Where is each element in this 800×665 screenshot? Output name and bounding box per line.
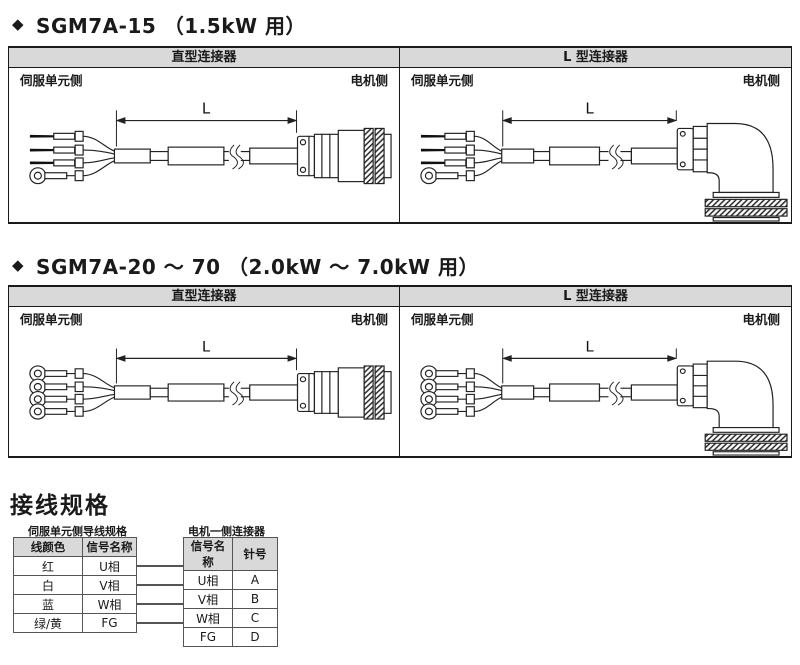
table-row: 蓝 W相 [13, 594, 137, 614]
wire-terminals [420, 130, 503, 185]
side-labels: 伺服单元侧 电机侧 [9, 68, 399, 90]
straight-cable-drawing: L [29, 339, 392, 420]
signal-name-cell: U相 [82, 556, 137, 576]
wire-terminals [420, 365, 503, 420]
servo-side-label: 伺服单元侧 [411, 311, 474, 327]
section-title-sgm7a-15: ◆ SGM7A-15 （1.5kW 用） [12, 10, 306, 39]
connector-table-sgm7a-20-70: 直型连接器 伺服单元侧 电机侧 L [8, 285, 792, 458]
col-header-pin-number: 针号 [232, 537, 278, 571]
cable-body [113, 144, 299, 170]
cable-diagram-straight: L [9, 329, 399, 456]
table-row: U相 A [183, 570, 278, 590]
table-row: FG D [183, 627, 278, 647]
col-header-wire-color: 线颜色 [13, 537, 83, 557]
section-title-text: SGM7A-20 ～ 70 （2.0kW ～ 7.0kW 用） [36, 255, 479, 279]
section-title-sgm7a-20-70: ◆ SGM7A-20 ～ 70 （2.0kW ～ 7.0kW 用） [12, 251, 479, 280]
servo-side-table-caption: 伺服单元侧导线规格 [28, 525, 127, 538]
servo-side-label: 伺服单元侧 [20, 72, 83, 88]
cable-diagram-straight: L [9, 90, 399, 222]
side-labels: 伺服单元侧 电机侧 [400, 307, 791, 329]
signal-name-cell: V相 [183, 589, 233, 609]
signal-name-cell: U相 [183, 570, 233, 590]
column-straight-connector: 直型连接器 伺服单元侧 电机侧 L [9, 287, 400, 456]
straight-connector [296, 127, 392, 185]
pin-number-cell: D [232, 627, 278, 647]
col-header-signal-name: 信号名称 [82, 537, 137, 557]
servo-side-label: 伺服单元侧 [411, 72, 474, 88]
table-row: V相 B [183, 589, 278, 609]
col-header-signal-name: 信号名称 [183, 537, 233, 571]
wiring-link-line [137, 603, 183, 605]
servo-side-wire-table: 线颜色 信号名称 红 U相 白 V相 蓝 W相 绿/黄 FG [13, 537, 137, 633]
wiring-link-line [137, 565, 183, 567]
column-header: L 型连接器 [400, 287, 791, 307]
motor-side-label: 电机侧 [742, 311, 780, 327]
column-header: 直型连接器 [9, 48, 399, 68]
column-header: L 型连接器 [400, 48, 791, 68]
wiring-link-line [137, 584, 183, 586]
dimension-label: L [202, 339, 211, 356]
wire-terminals [29, 365, 116, 420]
signal-name-cell: FG [183, 627, 233, 647]
table-row: W相 C [183, 608, 278, 628]
side-labels: 伺服单元侧 电机侧 [9, 307, 399, 329]
side-labels: 伺服单元侧 电机侧 [400, 68, 791, 90]
motor-side-wire-table: 信号名称 针号 U相 A V相 B W相 C FG D [183, 537, 278, 647]
pin-number-cell: A [232, 570, 278, 590]
motor-side-label: 电机侧 [742, 72, 780, 88]
pin-number-cell: C [232, 608, 278, 628]
column-straight-connector: 直型连接器 伺服单元侧 电机侧 L [9, 48, 400, 222]
signal-name-cell: FG [82, 613, 137, 633]
column-l-connector: L 型连接器 伺服单元侧 电机侧 L [400, 48, 791, 222]
cable-diagram-l-type: L [400, 329, 791, 456]
cable-diagram-l-type: L [400, 90, 791, 222]
pin-number-cell: B [232, 589, 278, 609]
table-row: 白 V相 [13, 575, 137, 595]
l-cable-drawing: L [420, 100, 788, 222]
signal-name-cell: V相 [82, 575, 137, 595]
dimension-label: L [202, 101, 211, 118]
straight-connector [296, 365, 392, 420]
dimension-l: L [115, 339, 298, 384]
straight-cable-drawing: L [29, 101, 392, 185]
table-header-row: 信号名称 针号 [183, 537, 278, 571]
l-cable-drawing: L [420, 339, 788, 456]
dimension-l: L [501, 100, 678, 147]
wire-color-cell: 红 [13, 556, 83, 576]
section-title-text: SGM7A-15 （1.5kW 用） [36, 14, 307, 38]
dimension-l: L [115, 101, 298, 147]
table-row: 红 U相 [13, 556, 137, 576]
l-connector [676, 122, 788, 222]
servo-side-label: 伺服单元侧 [20, 311, 83, 327]
table-header-row: 线颜色 信号名称 [13, 537, 137, 557]
cable-body [501, 144, 678, 170]
cable-body [113, 381, 299, 406]
dimension-label: L [585, 339, 594, 356]
table-row: 绿/黄 FG [13, 613, 137, 633]
motor-side-table-caption: 电机一侧连接器 [188, 525, 265, 538]
wire-color-cell: 白 [13, 575, 83, 595]
wiring-link-line [137, 622, 183, 624]
diamond-bullet-icon: ◆ [12, 15, 25, 33]
cable-body [501, 381, 678, 406]
motor-side-label: 电机侧 [350, 72, 388, 88]
signal-name-cell: W相 [183, 608, 233, 628]
column-l-connector: L 型连接器 伺服单元侧 电机侧 L [400, 287, 791, 456]
wire-terminals [29, 130, 116, 185]
wire-color-cell: 绿/黄 [13, 613, 83, 633]
motor-side-label: 电机侧 [350, 311, 388, 327]
dimension-label: L [585, 100, 594, 118]
signal-name-cell: W相 [82, 594, 137, 614]
wiring-spec-heading: 接线规格 [10, 493, 110, 519]
connector-table-sgm7a-15: 直型连接器 伺服单元侧 电机侧 L [8, 46, 792, 224]
column-header: 直型连接器 [9, 287, 399, 307]
l-connector [676, 360, 788, 456]
dimension-l: L [501, 339, 678, 384]
diamond-bullet-icon: ◆ [12, 256, 25, 274]
wire-color-cell: 蓝 [13, 594, 83, 614]
